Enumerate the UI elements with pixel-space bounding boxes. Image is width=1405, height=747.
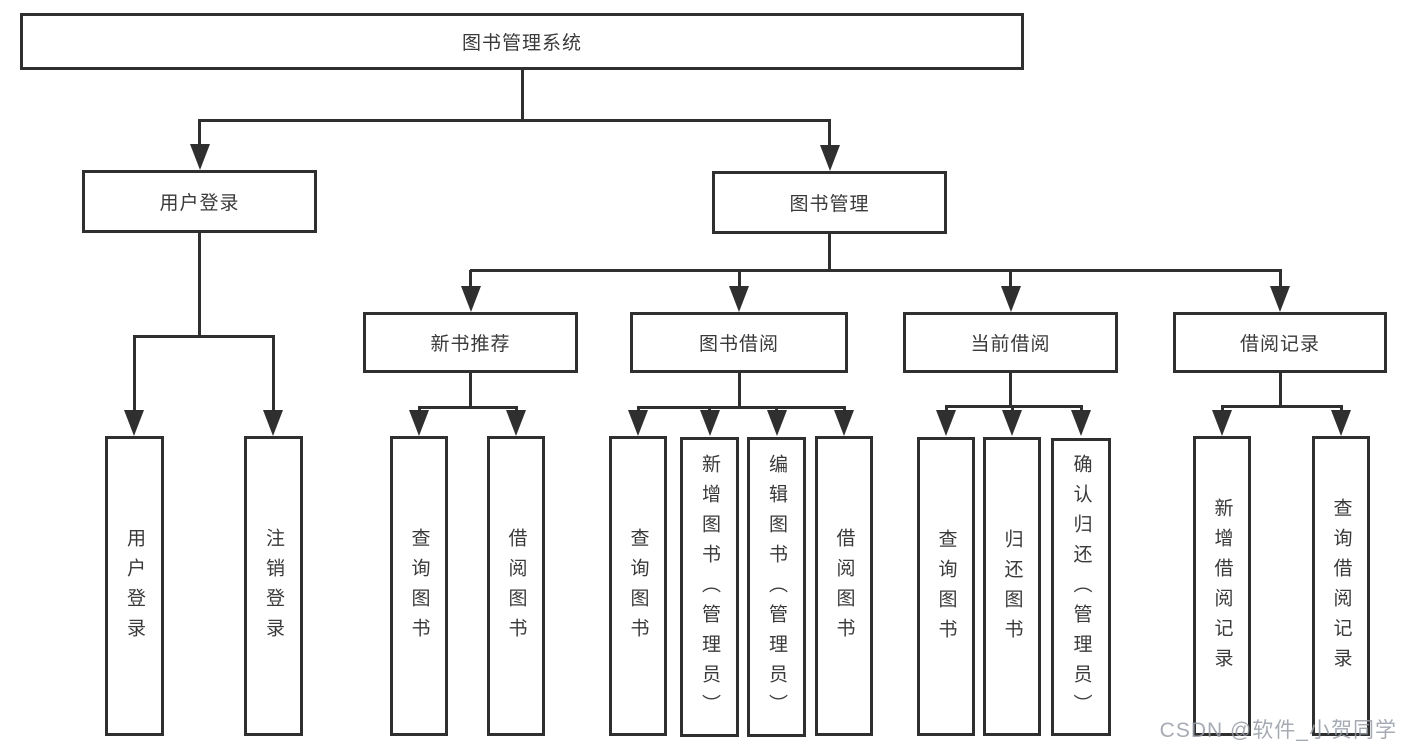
connector-line bbox=[1278, 373, 1282, 408]
connector-line bbox=[944, 404, 1083, 408]
arrow-down-icon bbox=[1002, 406, 1022, 436]
arrow-shaft bbox=[417, 407, 421, 412]
arrowhead bbox=[1000, 286, 1021, 312]
arrow-down-icon bbox=[124, 336, 144, 436]
arrow-shaft bbox=[514, 407, 518, 412]
arrow-down-icon bbox=[506, 407, 526, 436]
leaf-add-borrow-record: 新增借阅记录 bbox=[1193, 436, 1251, 736]
arrow-down-icon bbox=[189, 120, 210, 170]
leaf-query-books-recommend: 查询图书 bbox=[390, 436, 448, 736]
arrow-shaft bbox=[842, 407, 846, 412]
arrow-shaft bbox=[1010, 406, 1014, 412]
watermark: CSDN @软件_小贺同学 bbox=[1159, 719, 1397, 742]
arrow-down-icon bbox=[1270, 270, 1290, 312]
leaf-borrow-books-borrowing: 借阅图书 bbox=[815, 436, 873, 736]
arrow-shaft bbox=[708, 407, 711, 412]
leaf-add-book-admin: 新增图书（管理员） bbox=[680, 437, 739, 737]
arrowhead bbox=[506, 410, 526, 436]
arrowhead bbox=[189, 144, 210, 170]
leaf-query-books-current: 查询图书 bbox=[917, 437, 975, 736]
connector-line bbox=[636, 405, 846, 409]
arrow-shaft bbox=[1079, 406, 1083, 412]
arrow-down-icon bbox=[1331, 406, 1351, 436]
arrowhead bbox=[628, 410, 648, 436]
node-current-borrowing: 当前借阅 bbox=[903, 312, 1118, 373]
arrow-down-icon bbox=[729, 270, 749, 312]
arrow-down-icon bbox=[936, 406, 956, 436]
arrow-shaft bbox=[828, 120, 831, 147]
arrowhead bbox=[124, 410, 144, 436]
arrow-shaft bbox=[469, 270, 472, 288]
connector-line bbox=[828, 234, 831, 272]
arrowhead bbox=[1270, 286, 1290, 312]
node-borrowing-records: 借阅记录 bbox=[1173, 312, 1387, 373]
arrow-shaft bbox=[1339, 406, 1343, 412]
leaf-query-borrow-record: 查询借阅记录 bbox=[1312, 436, 1370, 736]
connector-line bbox=[520, 70, 524, 120]
arrow-down-icon bbox=[1071, 406, 1091, 436]
connector-line bbox=[417, 405, 518, 409]
arrowhead bbox=[699, 410, 720, 436]
connector-line bbox=[469, 373, 472, 409]
leaf-edit-book-admin: 编辑图书（管理员） bbox=[747, 437, 806, 737]
leaf-borrow-books-recommend: 借阅图书 bbox=[487, 436, 545, 736]
arrow-down-icon bbox=[819, 120, 840, 171]
arrowhead bbox=[1212, 410, 1232, 436]
arrow-shaft bbox=[775, 407, 778, 412]
arrowhead bbox=[1331, 410, 1351, 436]
node-book-borrowing: 图书借阅 bbox=[630, 312, 848, 373]
arrow-shaft bbox=[636, 407, 640, 412]
arrow-shaft bbox=[132, 336, 136, 412]
arrow-down-icon bbox=[699, 407, 720, 436]
connector-line bbox=[1009, 373, 1012, 408]
leaf-logout: 注销登录 bbox=[244, 436, 303, 736]
arrow-down-icon bbox=[1000, 270, 1021, 312]
arrow-down-icon bbox=[409, 407, 429, 436]
arrow-down-icon bbox=[766, 407, 787, 436]
arrow-down-icon bbox=[263, 336, 283, 436]
arrow-down-icon bbox=[628, 407, 648, 436]
node-library-management-system: 图书管理系统 bbox=[20, 13, 1024, 70]
arrow-shaft bbox=[1009, 270, 1012, 288]
connector-line bbox=[469, 268, 1282, 272]
leaf-return-books: 归还图书 bbox=[983, 437, 1041, 736]
arrowhead bbox=[834, 410, 854, 436]
arrow-shaft bbox=[1220, 406, 1224, 412]
arrow-shaft bbox=[198, 120, 201, 146]
arrow-down-icon bbox=[834, 407, 854, 436]
arrowhead bbox=[1071, 410, 1091, 436]
arrow-shaft bbox=[1278, 270, 1282, 288]
arrow-shaft bbox=[737, 270, 741, 288]
connector-line bbox=[198, 118, 831, 122]
arrowhead bbox=[1002, 410, 1022, 436]
leaf-user-login: 用户登录 bbox=[105, 436, 164, 736]
arrowhead bbox=[819, 145, 840, 171]
leaf-confirm-return-admin: 确认归还（管理员） bbox=[1051, 438, 1111, 736]
connector-line bbox=[1220, 404, 1343, 408]
arrow-shaft bbox=[271, 336, 275, 412]
node-book-management: 图书管理 bbox=[712, 171, 947, 234]
arrowhead bbox=[460, 286, 481, 312]
arrowhead bbox=[729, 286, 749, 312]
leaf-query-books-borrowing: 查询图书 bbox=[609, 436, 667, 736]
arrow-shaft bbox=[944, 406, 948, 412]
connector-line bbox=[198, 233, 201, 338]
arrow-down-icon bbox=[1212, 406, 1232, 436]
arrowhead bbox=[936, 410, 956, 436]
arrowhead bbox=[766, 410, 787, 436]
arrow-down-icon bbox=[460, 270, 481, 312]
arrowhead bbox=[263, 410, 283, 436]
connector-line bbox=[737, 373, 741, 409]
node-user-login: 用户登录 bbox=[82, 170, 317, 233]
node-new-book-recommend: 新书推荐 bbox=[363, 312, 578, 373]
arrowhead bbox=[409, 410, 429, 436]
connector-line bbox=[132, 334, 275, 338]
